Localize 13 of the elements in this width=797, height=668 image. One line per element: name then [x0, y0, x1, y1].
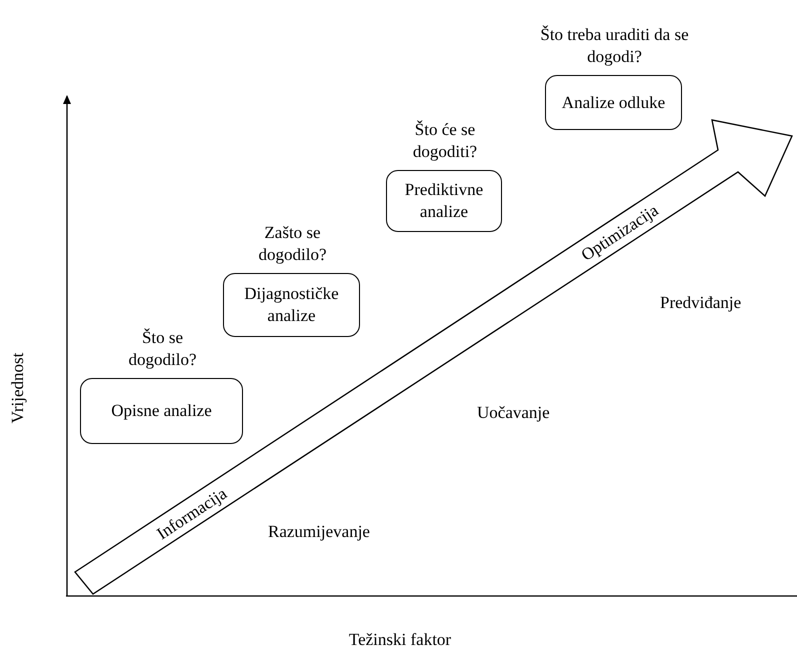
question-heading: Što treba uraditi da se dogodi?	[539, 24, 690, 68]
stage-label: Razumijevanje	[268, 522, 370, 542]
box-text: Dijagnostičke analize	[243, 283, 340, 327]
question-heading: Zašto se dogodilo?	[258, 222, 328, 266]
box-text: Prediktivne analize	[404, 179, 484, 223]
question-heading: Što se dogodilo?	[128, 327, 198, 371]
box-text: Opisne analize	[111, 400, 212, 422]
axis-title: Težinski faktor	[348, 630, 452, 650]
box-text: Analize odluke	[562, 92, 666, 114]
axis-title: Vrijednost	[8, 352, 28, 426]
stage-label: Uočavanje	[477, 403, 550, 423]
question-heading: Što će se dogoditi?	[412, 119, 478, 163]
stage-label: Predviđanje	[660, 293, 742, 313]
